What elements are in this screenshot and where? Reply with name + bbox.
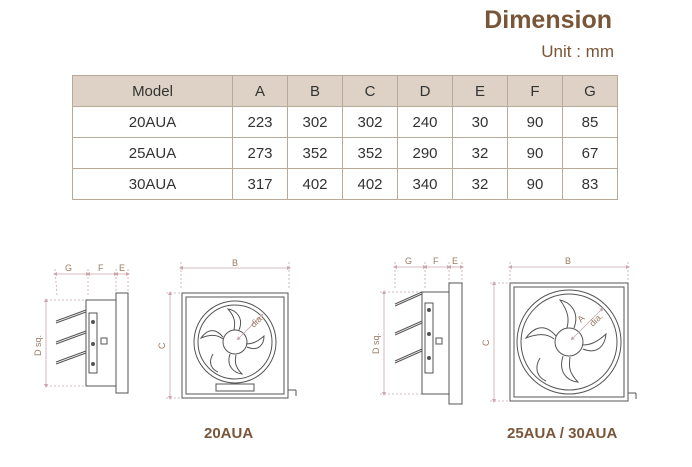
dim-label-c: C xyxy=(481,339,491,346)
dim-label-d: D sq. xyxy=(33,335,43,356)
dim-label-f: F xyxy=(98,263,104,273)
table-cell: 83 xyxy=(562,168,618,200)
page-title: Dimension xyxy=(484,6,612,34)
side-view-25-30aua xyxy=(380,262,464,405)
header-cell: E xyxy=(452,75,508,107)
dim-label-dia: dia. xyxy=(248,312,265,329)
table-row: 25AUA 273 352 352 290 32 90 67 xyxy=(72,137,618,169)
table-cell: 273 xyxy=(232,137,288,169)
table-header-row: Model A B C D E F G xyxy=(72,75,618,107)
header-cell: F xyxy=(507,75,563,107)
table-cell: 30AUA xyxy=(72,168,233,200)
header-cell: G xyxy=(562,75,618,107)
side-view-20aua xyxy=(44,268,130,394)
front-view-25-30aua xyxy=(490,262,637,403)
table-cell: 90 xyxy=(507,168,563,200)
header-cell: D xyxy=(397,75,453,107)
caption-20aua: 20AUA xyxy=(204,425,254,442)
header-cell: C xyxy=(342,75,398,107)
front-view-20aua xyxy=(166,262,297,400)
dim-label-g: G xyxy=(65,263,72,273)
dim-label-b: B xyxy=(232,258,238,268)
table-row: 30AUA 317 402 402 340 32 90 83 xyxy=(72,168,618,200)
dim-label-d: D sq. xyxy=(371,333,381,354)
table-cell: 32 xyxy=(452,168,508,200)
table-cell: 290 xyxy=(397,137,453,169)
table-cell: 352 xyxy=(287,137,343,169)
table-cell: 223 xyxy=(232,106,288,138)
dim-label-f: F xyxy=(433,256,439,266)
table-cell: 302 xyxy=(287,106,343,138)
table-cell: 90 xyxy=(507,106,563,138)
table-cell: 402 xyxy=(342,168,398,200)
dimension-table: Model A B C D E F G 20AUA 223 302 302 24… xyxy=(72,75,618,200)
header-cell: Model xyxy=(72,75,233,107)
dim-label-a: A xyxy=(575,313,586,324)
unit-label: Unit : mm xyxy=(541,42,614,61)
table-cell: 402 xyxy=(287,168,343,200)
dim-label-e: E xyxy=(452,256,458,266)
table-cell: 340 xyxy=(397,168,453,200)
table-cell: 317 xyxy=(232,168,288,200)
header-cell: B xyxy=(287,75,343,107)
dim-label-dia: dia. xyxy=(587,311,604,328)
caption-25aua-30aua: 25AUA / 30AUA xyxy=(507,425,618,442)
dim-label-e: E xyxy=(119,263,125,273)
dim-label-g: G xyxy=(405,256,412,266)
table-cell: 90 xyxy=(507,137,563,169)
table-cell: 25AUA xyxy=(72,137,233,169)
dim-label-b: B xyxy=(565,256,571,266)
table-cell: 302 xyxy=(342,106,398,138)
dim-label-c: C xyxy=(157,342,167,349)
table-cell: 85 xyxy=(562,106,618,138)
